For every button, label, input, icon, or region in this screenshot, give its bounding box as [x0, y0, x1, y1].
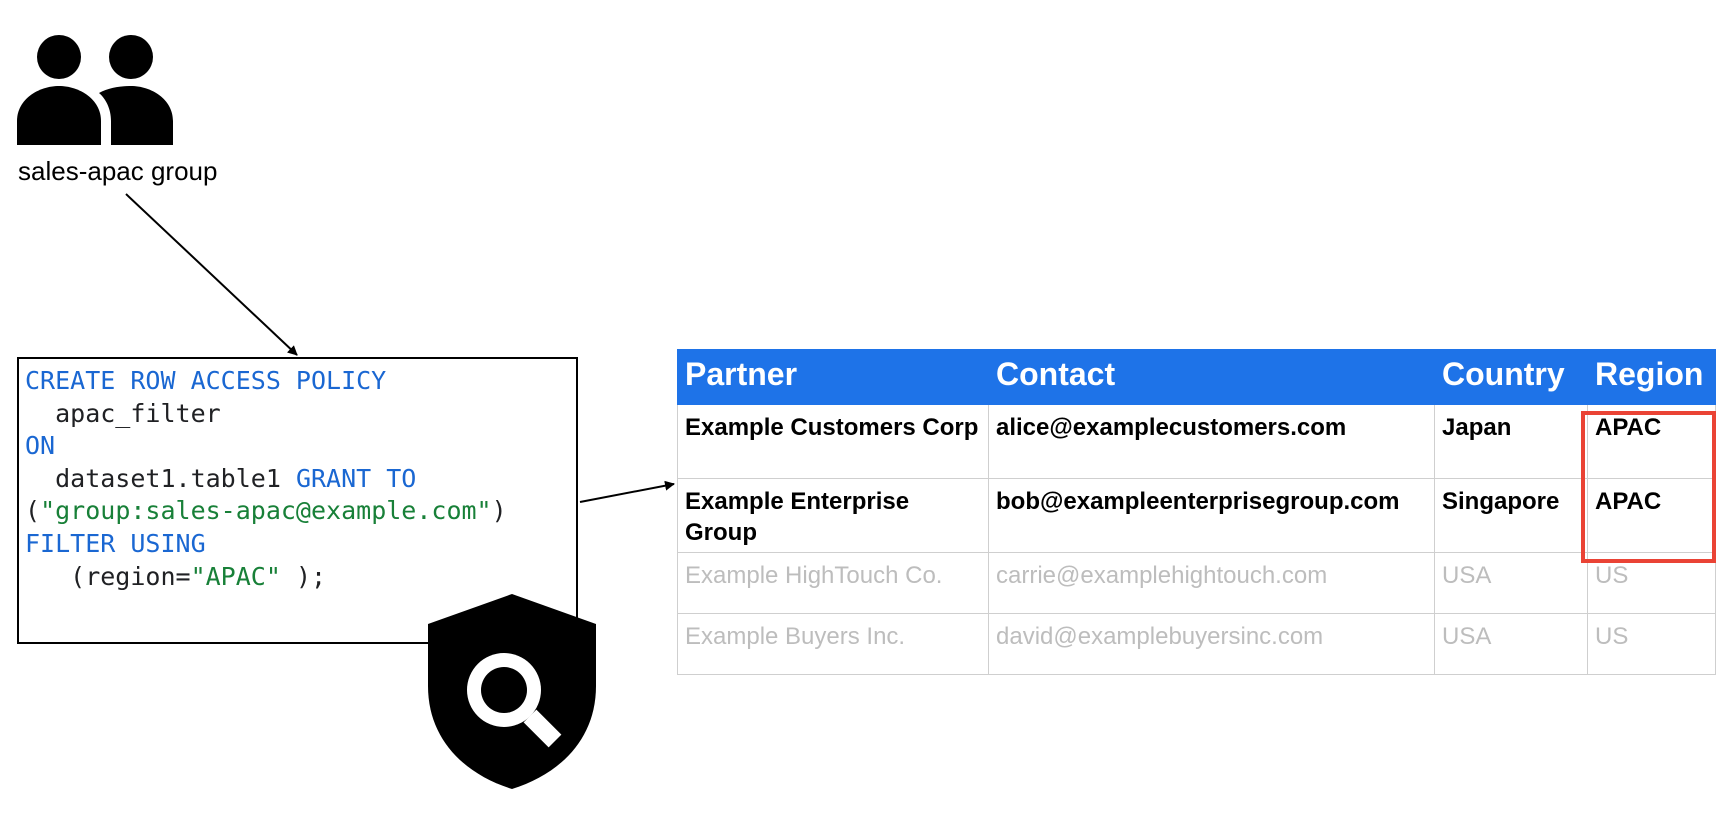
contact-cell: carrie@examplehightouch.com [988, 552, 1435, 614]
partner-cell: Example Customers Corp [677, 404, 989, 479]
region-highlight-box [1581, 411, 1716, 563]
sql-text: ) [491, 496, 507, 526]
region-cell: APAC [1587, 478, 1716, 553]
sql-text: ); [280, 561, 327, 591]
region-cell: APAC [1587, 404, 1716, 479]
region-cell: US [1587, 613, 1716, 675]
sql-keyword: ON [25, 431, 56, 461]
table-row: Example Buyers Inc. david@examplebuyersi… [677, 613, 1716, 675]
partners-table: Partner Contact Country Region Example C… [677, 349, 1716, 675]
sql-text: (region= [25, 561, 191, 591]
table-row: Example HighTouch Co. carrie@examplehigh… [677, 552, 1716, 614]
policy-sql-code: CREATE ROW ACCESS POLICY apac_filter ON … [25, 365, 507, 593]
contact-cell: alice@examplecustomers.com [988, 404, 1435, 479]
sql-string: "group:sales-apac@example.com" [40, 496, 492, 526]
sql-keyword: FILTER USING [25, 528, 206, 558]
table-header-row: Partner Contact Country Region [677, 349, 1716, 405]
sql-text: ( [25, 496, 41, 526]
country-cell: USA [1434, 613, 1588, 675]
group-label: sales-apac group [18, 156, 218, 186]
country-cell: Singapore [1434, 478, 1588, 553]
sql-keyword: GRANT TO [295, 463, 417, 493]
security-shield-search-icon [428, 594, 596, 789]
sql-text: apac_filter [25, 398, 221, 428]
contact-cell: david@examplebuyersinc.com [988, 613, 1435, 675]
contact-cell: bob@exampleenterprisegroup.com [988, 478, 1435, 553]
sql-string: "APAC" [190, 561, 281, 591]
partner-cell: Example Enterprise Group [677, 478, 989, 553]
table-row: Example Customers Corp alice@examplecust… [677, 404, 1716, 479]
group-icon [17, 35, 173, 145]
policy-code-box: CREATE ROW ACCESS POLICY apac_filter ON … [17, 357, 578, 644]
sql-keyword: CREATE ROW ACCESS POLICY [25, 366, 387, 395]
country-cell: USA [1434, 552, 1588, 614]
header-partner: Partner [677, 349, 989, 405]
header-contact: Contact [988, 349, 1435, 405]
policy-to-table-arrow [579, 480, 675, 503]
header-country: Country [1434, 349, 1588, 405]
table-row: Example Enterprise Group bob@exampleente… [677, 478, 1716, 553]
country-cell: Japan [1434, 404, 1588, 479]
group-to-policy-arrow [125, 193, 298, 356]
sql-text: dataset1.table1 [25, 463, 296, 493]
partner-cell: Example Buyers Inc. [677, 613, 989, 675]
header-region: Region [1587, 349, 1716, 405]
partner-cell: Example HighTouch Co. [677, 552, 989, 614]
